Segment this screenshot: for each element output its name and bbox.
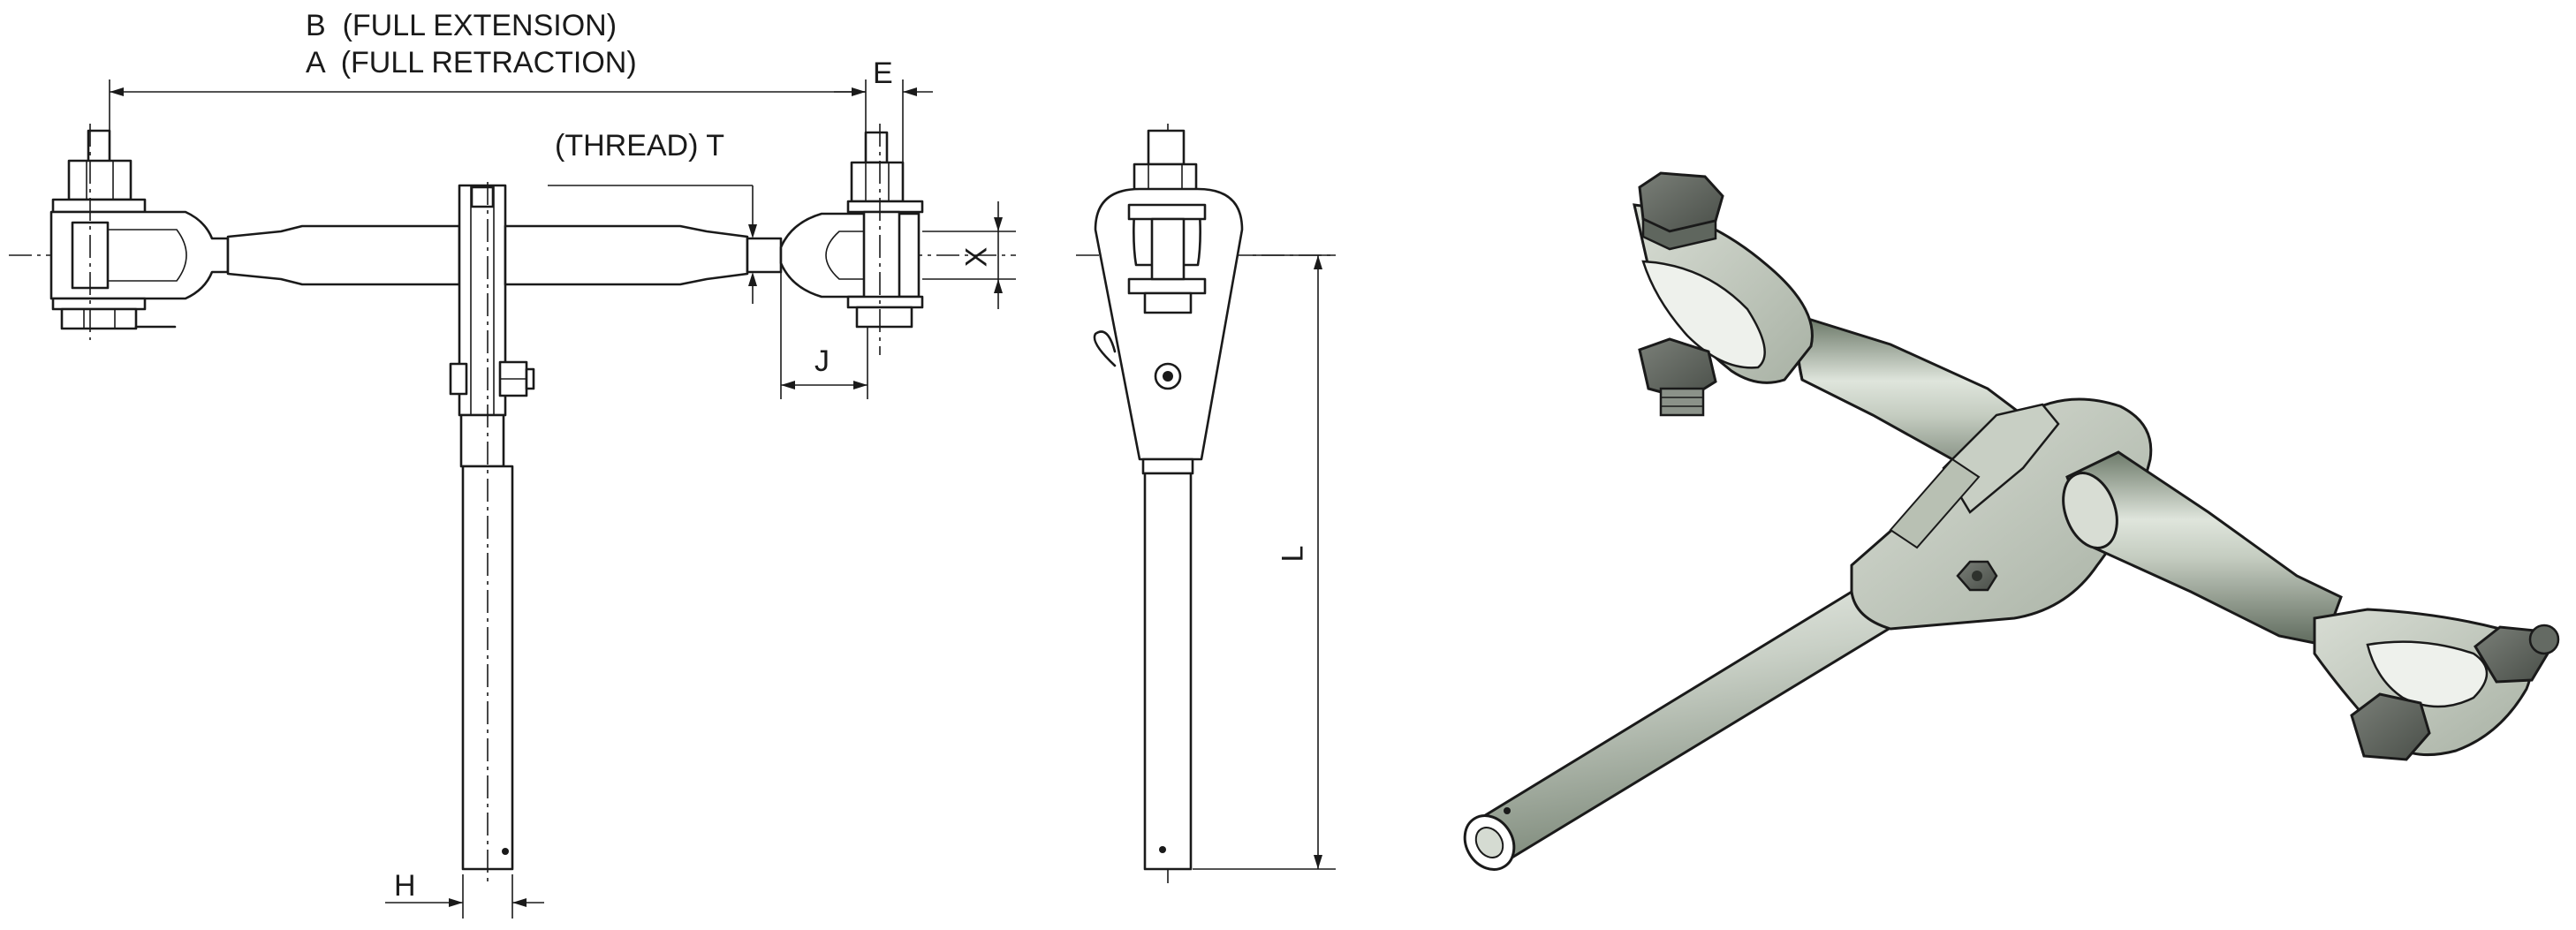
dimension-j-label: J [814, 344, 830, 378]
thread-t-label: (THREAD) T [555, 129, 725, 163]
front-view [9, 124, 1016, 883]
dimension-b-label: B (FULL EXTENSION) [306, 9, 617, 42]
side-view [1076, 124, 1336, 883]
iso-handle [1463, 584, 1891, 871]
side-dimensions [1193, 254, 1336, 870]
front-dimensions [109, 79, 1016, 919]
dimension-e-label: E [873, 57, 893, 90]
iso-right-body [2062, 450, 2343, 646]
iso-right-jaw [2313, 608, 2560, 761]
iso-hub [1850, 397, 2153, 631]
dimension-x-label: X [959, 246, 994, 268]
dimension-h-label: H [394, 869, 416, 903]
dimension-l-label: L [1276, 545, 1310, 563]
dimension-a-label: A (FULL RETRACTION) [306, 46, 637, 79]
iso-left-jaw [1633, 171, 1814, 417]
isometric-view [1463, 171, 2560, 871]
